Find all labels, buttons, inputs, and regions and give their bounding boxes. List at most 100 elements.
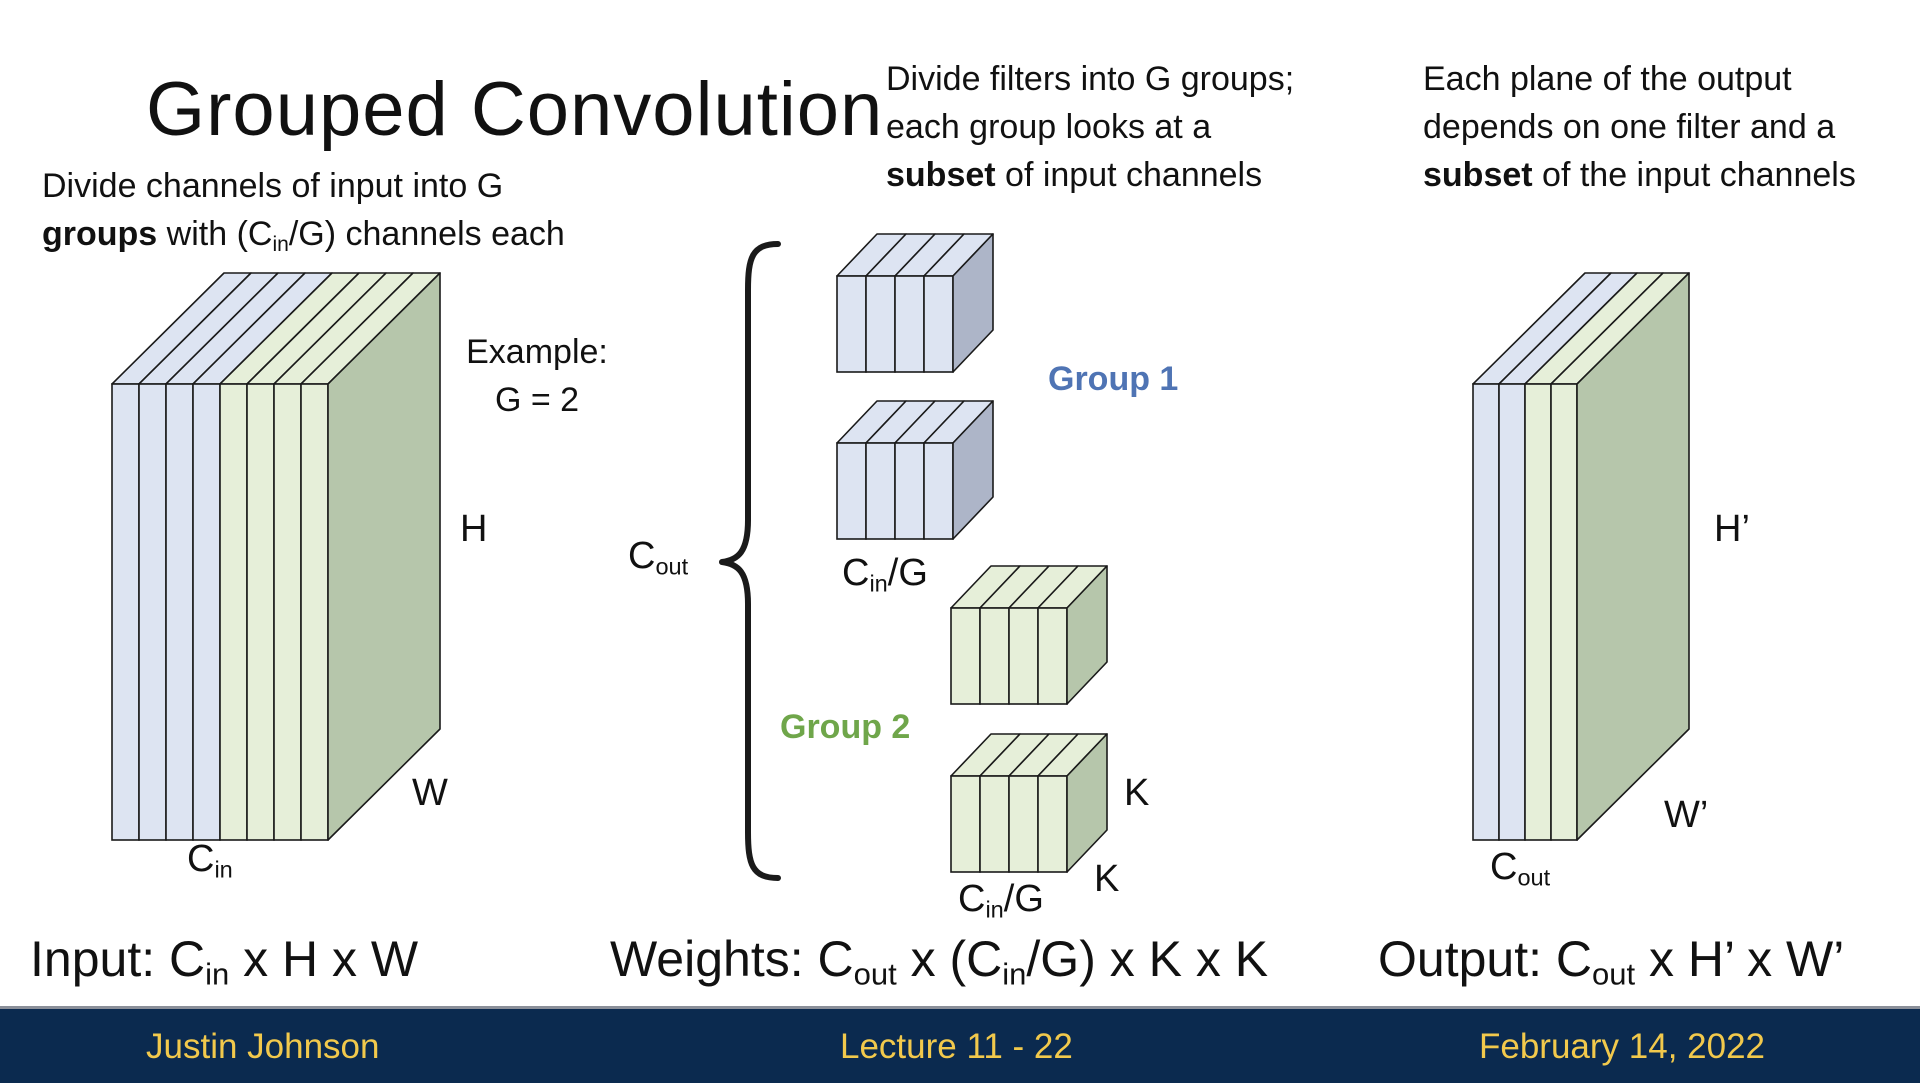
output-volume-slab-2 — [1524, 383, 1552, 841]
label-c-out-weights: Cout — [628, 535, 688, 578]
label-out-sub: out — [655, 553, 689, 580]
label-cin-over-g-lower: Cin/G — [958, 878, 1044, 921]
footer-author: Justin Johnson — [146, 1027, 380, 1066]
input-volume-slab-7 — [300, 383, 329, 841]
input-volume-slab-1 — [138, 383, 167, 841]
output-volume-slab-0 — [1472, 383, 1500, 841]
caption-input-sub: in — [205, 956, 230, 992]
example-note: Example: G = 2 — [462, 328, 612, 424]
filter-group1-a-slab-0 — [836, 275, 867, 373]
group-2-label: Group 2 — [780, 708, 911, 746]
input-volume-side — [327, 272, 441, 841]
label-c-in-input: Cin — [187, 838, 233, 881]
cout-brace — [719, 241, 781, 881]
caption-weights-post: /G) x K x K — [1026, 931, 1269, 987]
note-output-line2: depends on one filter and a — [1423, 108, 1836, 146]
note-input-line1: Divide channels of input into G — [42, 167, 504, 205]
caption-input-pre: Input: C — [30, 931, 206, 987]
label-c-out-output: Cout — [1490, 846, 1550, 889]
label-cin-over-g-upper: Cin/G — [842, 552, 928, 595]
footer-lecture: Lecture 11 - 22 — [840, 1027, 1073, 1066]
filter-group2-a-slab-1 — [979, 607, 1010, 705]
label-W-prime: W’ — [1664, 794, 1709, 836]
label-H: H — [460, 508, 488, 550]
note-filters-bold: subset — [886, 156, 996, 194]
caption-weights: Weights: Cout x (Cin/G) x K x K — [610, 930, 1269, 990]
note-output-line1: Each plane of the output — [1423, 60, 1792, 98]
filter-group2-b-slab-0 — [950, 775, 981, 873]
caption-weights-sub2: in — [1002, 956, 1027, 992]
caption-input-post: x H x W — [229, 931, 419, 987]
input-volume-slab-4 — [219, 383, 248, 841]
note-filters-line3: subset of input channels — [886, 151, 1294, 199]
label-K-height: K — [1124, 772, 1150, 814]
note-output-rest: of the input channels — [1532, 156, 1856, 194]
label-c: C — [958, 878, 986, 920]
input-volume-slab-5 — [246, 383, 275, 841]
label-in-sub: in — [869, 570, 888, 597]
note-input-rest2: /G) channels each — [288, 215, 565, 253]
filter-group1-a-slab-1 — [865, 275, 896, 373]
note-input-bold: groups — [42, 215, 158, 253]
label-c: C — [628, 535, 656, 577]
group-1-label: Group 1 — [1048, 360, 1179, 398]
output-volume-slab-1 — [1498, 383, 1526, 841]
label-H-prime: H’ — [1714, 508, 1750, 550]
label-slash-g: /G — [1003, 878, 1044, 920]
label-in-sub: in — [985, 896, 1004, 923]
filter-group1-b-slab-3 — [923, 442, 954, 540]
label-c: C — [187, 838, 215, 880]
caption-weights-sub1: out — [853, 956, 897, 992]
caption-output-post: x H’ x W’ — [1635, 931, 1845, 987]
label-in-sub: in — [214, 856, 233, 883]
filter-group2-a-slab-3 — [1037, 607, 1068, 705]
label-c: C — [842, 552, 870, 594]
filter-group2-b-side — [1066, 733, 1108, 873]
input-volume-slab-2 — [165, 383, 194, 841]
filter-group1-a-side — [952, 233, 994, 373]
caption-output-pre: Output: C — [1378, 931, 1592, 987]
filter-group2-a-side — [1066, 565, 1108, 705]
input-volume-slab-6 — [273, 383, 302, 841]
example-line2: G = 2 — [494, 381, 580, 419]
note-input-rest: with (C — [157, 215, 273, 253]
note-filters-line1: Divide filters into G groups; — [886, 60, 1295, 98]
slide-title: Grouped Convolution — [146, 67, 884, 152]
note-filters-rest: of input channels — [995, 156, 1263, 194]
note-output-line3: subset of the input channels — [1423, 151, 1856, 199]
footer-bar: Justin Johnson Lecture 11 - 22 February … — [0, 1006, 1920, 1083]
caption-weights-mid: x (C — [896, 931, 1003, 987]
caption-output: Output: Cout x H’ x W’ — [1378, 930, 1845, 990]
filter-group1-b-slab-2 — [894, 442, 925, 540]
filter-group2-b-slab-3 — [1037, 775, 1068, 873]
filter-group2-b-slab-1 — [979, 775, 1010, 873]
note-output-bold: subset — [1423, 156, 1533, 194]
caption-weights-pre: Weights: C — [610, 931, 854, 987]
label-c: C — [1490, 846, 1518, 888]
filter-group2-a-slab-2 — [1008, 607, 1039, 705]
footer-date: February 14, 2022 — [1479, 1027, 1766, 1066]
output-volume-side — [1576, 272, 1690, 841]
filter-group1-a-slab-2 — [894, 275, 925, 373]
note-input-channels: Divide channels of input into G groups w… — [42, 162, 565, 258]
grouped-convolution-diagram — [111, 233, 1690, 881]
filter-group2-b-slab-2 — [1008, 775, 1039, 873]
filter-group1-a-slab-3 — [923, 275, 954, 373]
input-volume-slab-0 — [111, 383, 140, 841]
output-volume-slab-3 — [1550, 383, 1578, 841]
note-output-planes: Each plane of the output depends on one … — [1423, 55, 1856, 199]
example-line1: Example: — [466, 333, 608, 371]
caption-input: Input: Cin x H x W — [30, 930, 419, 990]
label-W: W — [412, 772, 448, 814]
label-K-depth: K — [1094, 858, 1120, 900]
note-input-line2: groups with (Cin/G) channels each — [42, 210, 565, 258]
filter-group2-a-slab-0 — [950, 607, 981, 705]
note-input-sub: in — [272, 232, 289, 256]
filter-group1-b-side — [952, 400, 994, 540]
filter-group1-b-slab-0 — [836, 442, 867, 540]
input-volume-slab-3 — [192, 383, 221, 841]
filter-group1-b-slab-1 — [865, 442, 896, 540]
label-slash-g: /G — [887, 552, 928, 594]
label-out-sub: out — [1517, 864, 1551, 891]
note-filters-line2: each group looks at a — [886, 108, 1212, 146]
